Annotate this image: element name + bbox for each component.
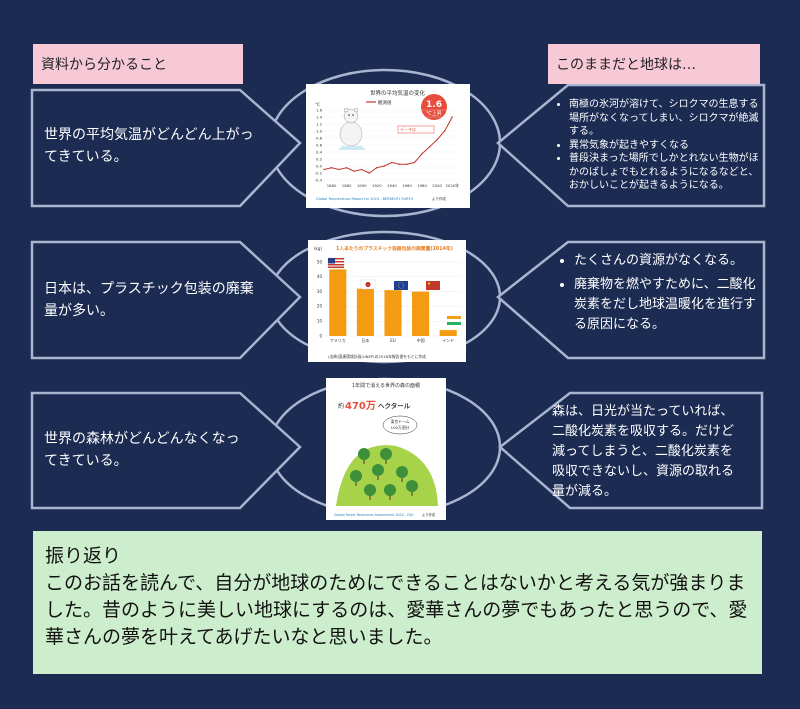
tree-icon	[380, 448, 392, 460]
y-axis-label: ℃	[315, 102, 320, 108]
y-tick-label: 1.2	[316, 121, 323, 126]
chart-title: 世界の平均気温の変化	[370, 89, 426, 97]
usa-flag-icon	[327, 257, 345, 269]
tree-icon	[358, 448, 370, 460]
category-label: アメリカ	[330, 338, 346, 343]
chart-credit: より作成	[432, 196, 446, 201]
y-tick-label: 1.4	[316, 114, 323, 119]
y-tick-label: 0.4	[316, 149, 323, 154]
consequence-list-1: 南極の氷河が溶けて、シロクマの生息する場所がなくなってしまい、シロクマが絶滅する…	[555, 98, 767, 193]
x-tick-label: 1920	[372, 183, 382, 188]
y-tick-label: -0.2	[315, 170, 323, 175]
chart-source: Global Temperature Report for 2024 - BER…	[316, 197, 413, 201]
temperature-chart-card: 世界の平均気温の変化 観測値 ℃ 1.6 ℃上昇 データは 1.6 1.4 1.2 1…	[306, 84, 470, 208]
chart-note-box	[397, 125, 435, 134]
y-tick-label: 10	[317, 319, 323, 324]
polar-bear-illustration	[338, 107, 366, 150]
consequence-item: 南極の氷河が溶けて、シロクマの生息する場所がなくなってしまい、シロクマが絶滅する…	[569, 98, 767, 139]
chart-title: 1人あたりのプラスチック容器包装の廃棄量(2014年)	[336, 245, 453, 252]
consequence-item: たくさんの資源がなくなる。	[574, 251, 760, 271]
y-tick-label: 0	[319, 333, 322, 338]
facts-header: 資料から分かること	[33, 44, 243, 84]
tree-icon	[406, 480, 418, 492]
country-flags	[327, 257, 462, 325]
x-tick-label: 1860	[327, 183, 337, 188]
china-flag-icon	[426, 281, 440, 290]
india-flag-icon	[446, 316, 462, 325]
bar	[329, 269, 347, 336]
temperature-chart: 世界の平均気温の変化 観測値 ℃ 1.6 ℃上昇 データは 1.6 1.4 1.2 1…	[315, 89, 460, 201]
y-tick-label: 30	[317, 289, 323, 294]
fact-forest: 世界の森林がどんどんなくなってきている。	[44, 431, 240, 469]
forest-infographic: 1年間で消える世界の森の面積 約 470万 ヘクタール 東京ドーム 100万個分	[334, 382, 438, 517]
y-tick-label: -0.4	[315, 177, 323, 182]
tree-icon	[364, 484, 376, 496]
consequence-forest: 森は、日光が当たっていれば、二酸化炭素を吸収する。だけど減ってしまうと、二酸化炭…	[552, 404, 735, 499]
x-tick-label: 1900	[357, 183, 367, 188]
fact-temperature: 世界の平均気温がどんどん上がってきている。	[44, 127, 254, 165]
card-title: 1年間で消える世界の森の面積	[352, 382, 420, 389]
consequence-item: 異常気象が起きやすくなる	[569, 139, 767, 153]
x-tick-label: 2000	[432, 183, 442, 188]
x-tick-label: 2020年	[445, 183, 459, 188]
plastic-bar-chart: 1人あたりのプラスチック容器包装の廃棄量(2014年) (kg) 50 40 30 2…	[314, 245, 462, 359]
fact-plastic: 日本は、プラスチック包装の廃棄量が多い。	[44, 281, 254, 319]
chart-note: データは	[400, 126, 416, 132]
consequence-item: 廃棄物を燃やすために、二酸化炭素をだし地球温暖化を進行する原因になる。	[574, 275, 760, 335]
temperature-series-line	[323, 116, 453, 174]
y-tick-label: 50	[317, 259, 323, 264]
temperature-rise-badge: 1.6 ℃上昇	[421, 94, 447, 120]
y-tick-label: 0.2	[316, 156, 323, 161]
tokyo-dome-bubble: 東京ドーム 100万個分	[382, 415, 418, 435]
future-header: このままだと地球は…	[548, 44, 760, 84]
area-unit: ヘクタール	[378, 401, 411, 410]
japan-flag-icon	[360, 279, 376, 290]
bar	[384, 290, 402, 336]
bar	[356, 288, 374, 336]
x-tick-label: 1980	[417, 183, 427, 188]
y-tick-label: 1.6	[316, 107, 323, 112]
x-tick-label: 1940	[387, 183, 397, 188]
card-credit: より作成	[422, 512, 436, 517]
reflection-box: 振り返り このお話を読んで、自分が地球のためにできることはないかと考える気が強ま…	[33, 531, 762, 674]
area-number: 470万	[345, 400, 376, 412]
y-tick-label: 0.6	[316, 142, 323, 147]
legend-label: 観測値	[378, 99, 392, 106]
area-prefix: 約	[338, 402, 344, 410]
chart-source: (出典)国連環境計画(UNEP)の2018年報告書をもとに作成	[328, 354, 426, 359]
y-tick-label: 1.0	[316, 128, 323, 133]
badge-unit: ℃上昇	[426, 110, 442, 117]
bar	[439, 330, 457, 336]
forest-card: 1年間で消える世界の森の面積 約 470万 ヘクタール 東京ドーム 100万個分	[326, 378, 446, 520]
y-axis-label: (kg)	[314, 246, 322, 251]
bubble-line-1: 東京ドーム	[391, 419, 410, 424]
reflection-heading: 振り返り	[45, 545, 122, 567]
tree-icon	[350, 470, 362, 482]
tree-icon	[396, 466, 408, 478]
y-tick-label: 0.0	[316, 163, 323, 168]
y-tick-label: 0.8	[316, 135, 323, 140]
tree-icon	[372, 464, 384, 476]
badge-value: 1.6	[426, 100, 442, 110]
forest-hill-illustration	[336, 445, 438, 506]
x-tick-label: 1880	[342, 183, 352, 188]
tree-icon	[384, 484, 396, 496]
x-tick-label: 1960	[402, 183, 412, 188]
category-label: 日本	[361, 337, 369, 343]
consequence-list-2: たくさんの資源がなくなる。 廃棄物を燃やすために、二酸化炭素をだし地球温暖化を進…	[560, 251, 760, 339]
eu-flag-icon	[394, 281, 408, 290]
bar	[412, 291, 430, 336]
plastic-chart-card: 1人あたりのプラスチック容器包装の廃棄量(2014年) (kg) 50 40 30 2…	[308, 240, 466, 362]
consequence-item: 普段決まった場所でしかとれない生物がほかのばしょでもとれるようになるなどと、おか…	[569, 152, 767, 193]
bubble-line-2: 100万個分	[391, 425, 410, 430]
category-label: 中国	[417, 337, 425, 343]
category-label: インド	[442, 338, 454, 343]
y-tick-label: 40	[317, 274, 323, 279]
category-label: EU	[390, 338, 396, 343]
reflection-body: このお話を読んで、自分が地球のためにできることはないかと考える気が強まりました。…	[45, 572, 748, 648]
y-tick-label: 20	[317, 304, 323, 309]
card-source: Global Forest Resources Assessment 2020 …	[334, 513, 414, 517]
